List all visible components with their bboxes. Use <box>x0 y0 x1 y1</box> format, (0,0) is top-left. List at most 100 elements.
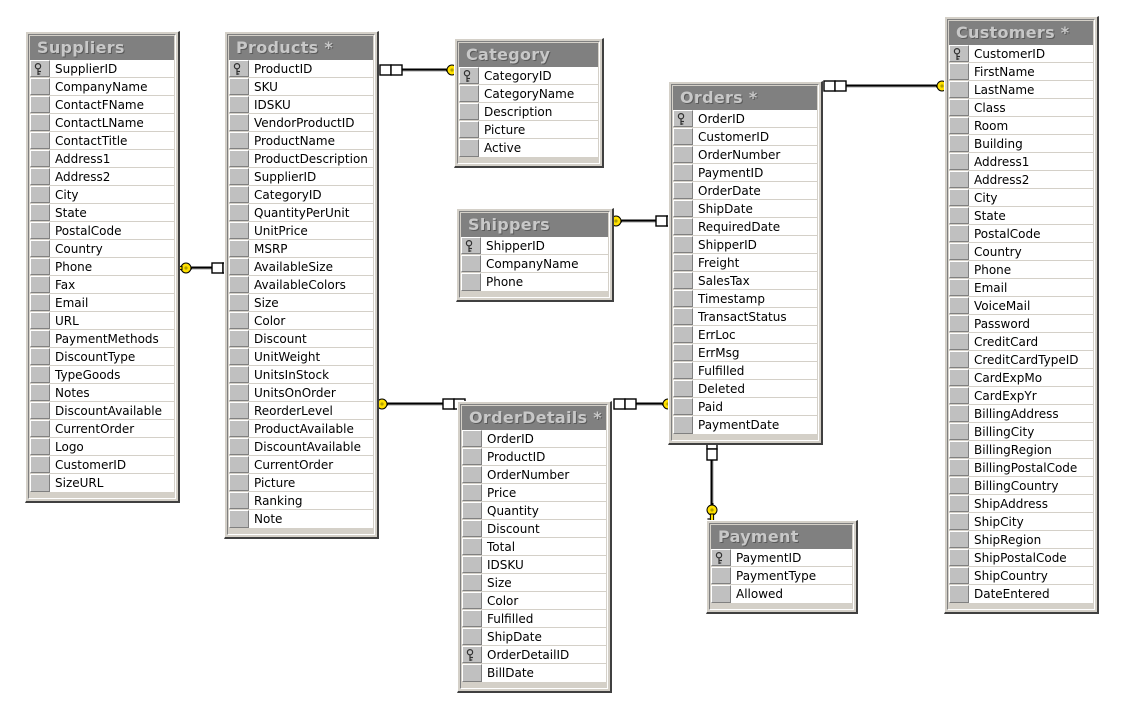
table-title-orderdetails[interactable]: OrderDetails * <box>462 406 606 430</box>
field-row[interactable]: BillingAddress <box>949 405 1093 423</box>
field-row[interactable]: MSRP <box>229 240 373 258</box>
field-row[interactable]: SupplierID <box>30 60 174 78</box>
field-selector-cell[interactable] <box>229 150 249 167</box>
field-selector-cell[interactable] <box>229 420 249 437</box>
primary-key-icon[interactable] <box>711 549 731 566</box>
field-selector-cell[interactable] <box>459 139 479 157</box>
field-row[interactable]: Description <box>459 103 598 121</box>
field-selector-cell[interactable] <box>949 513 969 530</box>
field-selector-cell[interactable] <box>229 204 249 221</box>
field-row[interactable]: SizeURL <box>30 474 174 492</box>
field-row[interactable]: PaymentID <box>673 164 817 182</box>
field-row[interactable]: PostalCode <box>949 225 1093 243</box>
table-title-category[interactable]: Category <box>459 43 598 67</box>
field-row[interactable]: Price <box>462 484 606 502</box>
field-selector-cell[interactable] <box>462 502 482 519</box>
field-row[interactable]: Phone <box>949 261 1093 279</box>
field-row[interactable]: Active <box>459 139 598 157</box>
field-selector-cell[interactable] <box>229 96 249 113</box>
field-selector-cell[interactable] <box>229 222 249 239</box>
field-selector-cell[interactable] <box>229 276 249 293</box>
field-row[interactable]: CustomerID <box>949 45 1093 63</box>
rel-orders-customers[interactable] <box>802 64 964 108</box>
field-selector-cell[interactable] <box>673 380 693 397</box>
field-selector-cell[interactable] <box>673 218 693 235</box>
field-row[interactable]: Country <box>949 243 1093 261</box>
field-selector-cell[interactable] <box>30 222 50 239</box>
field-selector-cell[interactable] <box>949 441 969 458</box>
field-row[interactable]: PostalCode <box>30 222 174 240</box>
field-selector-cell[interactable] <box>949 333 969 350</box>
table-title-products[interactable]: Products * <box>229 36 373 60</box>
field-selector-cell[interactable] <box>673 254 693 271</box>
field-row[interactable]: Email <box>30 294 174 312</box>
field-row[interactable]: ShipPostalCode <box>949 549 1093 567</box>
field-selector-cell[interactable] <box>30 204 50 221</box>
field-selector-cell[interactable] <box>673 362 693 379</box>
field-selector-cell[interactable] <box>949 369 969 386</box>
field-selector-cell[interactable] <box>229 492 249 509</box>
field-selector-cell[interactable] <box>949 351 969 368</box>
field-selector-cell[interactable] <box>229 348 249 365</box>
field-selector-cell[interactable] <box>949 189 969 206</box>
field-row[interactable]: BillingCountry <box>949 477 1093 495</box>
field-row[interactable]: ProductAvailable <box>229 420 373 438</box>
field-selector-cell[interactable] <box>229 294 249 311</box>
field-row[interactable]: CompanyName <box>30 78 174 96</box>
field-row[interactable]: Discount <box>462 520 606 538</box>
field-row[interactable]: ProductDescription <box>229 150 373 168</box>
field-selector-cell[interactable] <box>673 308 693 325</box>
field-selector-cell[interactable] <box>229 312 249 329</box>
field-selector-cell[interactable] <box>949 63 969 80</box>
field-selector-cell[interactable] <box>462 466 482 483</box>
field-row[interactable]: Phone <box>30 258 174 276</box>
field-selector-cell[interactable] <box>949 459 969 476</box>
field-selector-cell[interactable] <box>30 132 50 149</box>
field-row[interactable]: OrderID <box>462 430 606 448</box>
field-selector-cell[interactable] <box>30 384 50 401</box>
field-row[interactable]: Note <box>229 510 373 528</box>
field-row[interactable]: ShipAddress <box>949 495 1093 513</box>
field-row[interactable]: FirstName <box>949 63 1093 81</box>
field-selector-cell[interactable] <box>949 279 969 296</box>
field-row[interactable]: State <box>30 204 174 222</box>
rel-products-category[interactable] <box>358 48 474 92</box>
field-row[interactable]: Discount <box>229 330 373 348</box>
field-row[interactable]: IDSKU <box>462 556 606 574</box>
field-selector-cell[interactable] <box>462 448 482 465</box>
field-row[interactable]: City <box>30 186 174 204</box>
field-selector-cell[interactable] <box>459 121 479 138</box>
field-row[interactable]: VendorProductID <box>229 114 373 132</box>
field-selector-cell[interactable] <box>673 398 693 415</box>
field-selector-cell[interactable] <box>462 628 482 645</box>
field-selector-cell[interactable] <box>949 117 969 134</box>
field-selector-cell[interactable] <box>229 132 249 149</box>
table-title-suppliers[interactable]: Suppliers <box>30 36 174 60</box>
field-row[interactable]: BillingCity <box>949 423 1093 441</box>
field-row[interactable]: Phone <box>461 273 608 291</box>
field-selector-cell[interactable] <box>30 186 50 203</box>
field-row[interactable]: BillingPostalCode <box>949 459 1093 477</box>
field-row[interactable]: BillingRegion <box>949 441 1093 459</box>
field-row[interactable]: QuantityPerUnit <box>229 204 373 222</box>
field-row[interactable]: OrderDate <box>673 182 817 200</box>
field-row[interactable]: Freight <box>673 254 817 272</box>
field-row[interactable]: OrderNumber <box>462 466 606 484</box>
field-row[interactable]: ReorderLevel <box>229 402 373 420</box>
field-row[interactable]: OrderID <box>673 110 817 128</box>
field-selector-cell[interactable] <box>949 531 969 548</box>
table-title-payment[interactable]: Payment <box>711 525 852 549</box>
field-row[interactable]: CurrentOrder <box>229 456 373 474</box>
field-row[interactable]: ErrMsg <box>673 344 817 362</box>
field-selector-cell[interactable] <box>229 474 249 491</box>
field-selector-cell[interactable] <box>949 81 969 98</box>
field-row[interactable]: PaymentDate <box>673 416 817 434</box>
field-row[interactable]: TransactStatus <box>673 308 817 326</box>
field-row[interactable]: IDSKU <box>229 96 373 114</box>
field-row[interactable]: Building <box>949 135 1093 153</box>
field-selector-cell[interactable] <box>461 273 481 291</box>
